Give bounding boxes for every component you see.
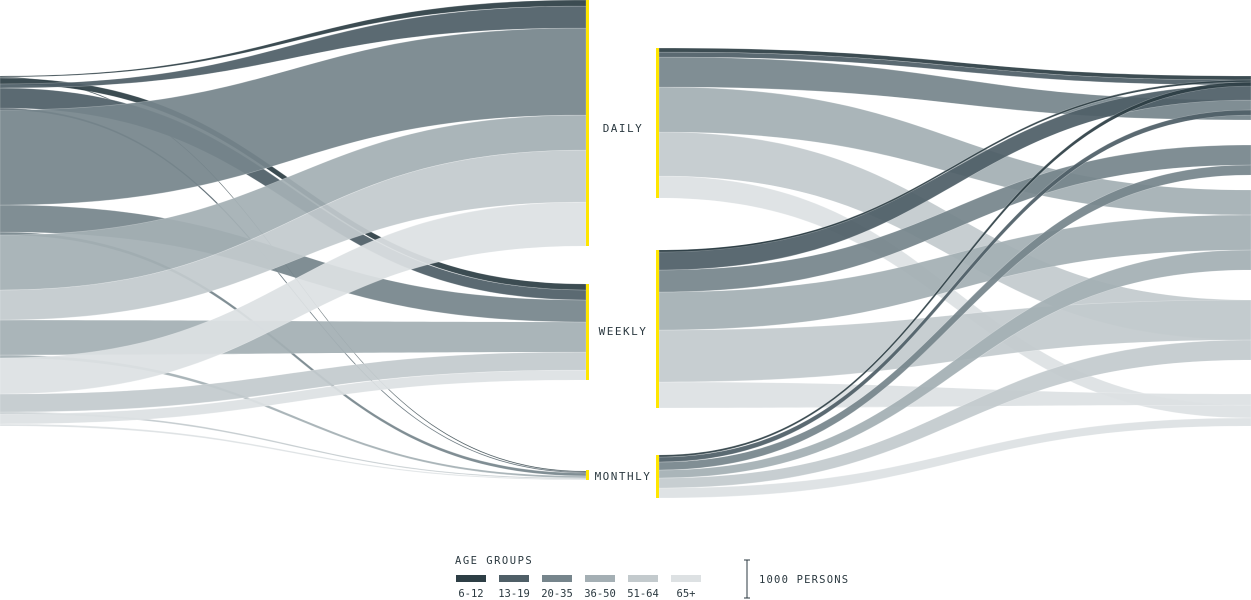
- scale-label: 1000 PERSONS: [759, 574, 849, 586]
- scale-indicator: 1000 PERSONS: [744, 559, 849, 599]
- flow-right-6: [658, 381, 1251, 409]
- flow-right-2: [658, 86, 1251, 216]
- flow-right-15: [658, 164, 1251, 471]
- node-daily-bar-right: [656, 48, 659, 198]
- legend-label-4: 51-64: [627, 588, 659, 600]
- flow-right-17: [658, 81, 1251, 458]
- node-weekly-bar-right: [656, 250, 659, 408]
- legend-label-0: 6-12: [458, 588, 483, 600]
- flow-right-9: [658, 144, 1251, 293]
- flows-right: [658, 47, 1251, 499]
- flow-right-11: [658, 79, 1251, 253]
- legend-swatches: 6-12 13-19 20-35 36-50 51-64 65+: [456, 575, 701, 600]
- flow-right-12: [658, 417, 1251, 499]
- legend-swatch-1: [499, 575, 529, 582]
- legend: AGE GROUPS 6-12 13-19 20-35 36-50 51-64 65+: [455, 555, 701, 600]
- node-label-weekly: WEEKLY: [599, 325, 648, 338]
- flow-right-5: [658, 47, 1251, 81]
- flow-right-4: [658, 51, 1251, 86]
- legend-label-2: 20-35: [541, 588, 573, 600]
- node-label-monthly: MONTHLY: [595, 470, 652, 483]
- node-monthly-bar-right: [656, 455, 659, 498]
- node-weekly-bar-left: [586, 284, 589, 380]
- node-bars: [586, 0, 659, 498]
- legend-swatch-2: [542, 575, 572, 582]
- legend-label-1: 13-19: [498, 588, 530, 600]
- flow-right-13: [658, 339, 1251, 489]
- legend-label-5: 65+: [677, 588, 696, 600]
- flow-left-8: [0, 319, 587, 356]
- legend-title: AGE GROUPS: [455, 555, 533, 567]
- legend-swatch-3: [585, 575, 615, 582]
- node-label-daily: DAILY: [603, 122, 644, 135]
- node-monthly-bar-left: [586, 470, 589, 480]
- node-daily-bar-left: [586, 0, 589, 246]
- legend-swatch-4: [628, 575, 658, 582]
- legend-label-3: 36-50: [584, 588, 616, 600]
- flow-right-14: [658, 249, 1251, 479]
- flow-right-16: [658, 109, 1251, 463]
- flow-right-8: [658, 214, 1251, 331]
- flows-left: [0, 0, 587, 481]
- legend-swatch-0: [456, 575, 486, 582]
- legend-swatch-5: [671, 575, 701, 582]
